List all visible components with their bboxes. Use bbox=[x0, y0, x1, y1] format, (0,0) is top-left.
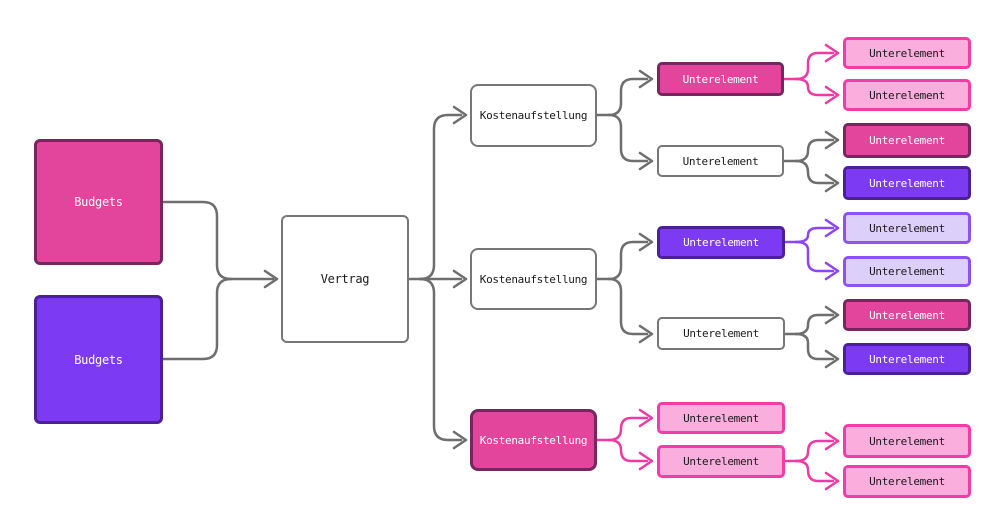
arrowhead-unter1a bbox=[638, 69, 654, 89]
arrowhead-unter2a bbox=[638, 232, 654, 252]
node-unterelement-2a2: Unterelement bbox=[843, 256, 971, 287]
arrowhead-unter1b1 bbox=[824, 130, 840, 150]
node-label: Unterelement bbox=[869, 134, 945, 147]
node-unterelement-2a1: Unterelement bbox=[843, 212, 971, 244]
arrowhead-unter2b1 bbox=[824, 305, 840, 325]
arrowhead-kosten2 bbox=[452, 269, 468, 289]
node-unterelement-1a2: Unterelement bbox=[843, 79, 971, 111]
arrowhead-unter2b2 bbox=[824, 349, 840, 369]
node-label: Unterelement bbox=[869, 352, 945, 366]
edge-unter1a-child2 bbox=[794, 77, 835, 97]
node-label: Unterelement bbox=[683, 455, 759, 468]
node-unterelement-3b1: Unterelement bbox=[843, 424, 971, 458]
node-unterelement-3b: Unterelement bbox=[657, 445, 785, 478]
arrowhead-kosten3 bbox=[452, 430, 468, 450]
arrowhead-unter3b1 bbox=[824, 431, 840, 451]
node-label: Kostenaufstellung bbox=[479, 272, 588, 286]
node-unterelement-1b: Unterelement bbox=[657, 145, 784, 177]
node-budgets-purple: Budgets bbox=[34, 295, 163, 424]
node-unterelement-1b2: Unterelement bbox=[843, 166, 971, 200]
edge-unter2b-child1 bbox=[794, 313, 835, 336]
edge-kosten3-unter3a bbox=[607, 416, 649, 442]
edge-unter2b-child2 bbox=[794, 332, 835, 361]
node-label: Budgets bbox=[74, 195, 123, 209]
arrowhead-unter1a2 bbox=[824, 85, 840, 105]
node-vertrag: Vertrag bbox=[281, 215, 409, 343]
node-label: Unterelement bbox=[683, 327, 759, 340]
node-label: Kostenaufstellung bbox=[479, 433, 588, 447]
node-label: Unterelement bbox=[683, 411, 759, 425]
edge-budgets-pink-vertrag bbox=[161, 200, 233, 281]
edge-vertrag-kosten1 bbox=[418, 113, 463, 281]
node-unterelement-3a: Unterelement bbox=[657, 402, 785, 434]
arrowhead-unter1b bbox=[638, 151, 654, 171]
node-unterelement-2b2: Unterelement bbox=[843, 343, 971, 375]
node-kostenaufstellung-3: Kostenaufstellung bbox=[470, 409, 597, 471]
edge-unter3b-child2 bbox=[794, 459, 835, 483]
node-label: Unterelement bbox=[869, 475, 945, 488]
node-unterelement-1a1: Unterelement bbox=[843, 37, 971, 69]
edge-unter2a-child2 bbox=[794, 240, 835, 273]
arrowhead-unter2b bbox=[638, 324, 654, 344]
edge-kosten2-unter2a bbox=[607, 240, 649, 281]
arrowhead-unter3b2 bbox=[824, 471, 840, 491]
arrowhead-unter1b2 bbox=[824, 173, 840, 193]
node-label: Unterelement bbox=[869, 176, 945, 190]
node-label: Unterelement bbox=[869, 308, 945, 322]
arrowhead-unter1a1 bbox=[824, 43, 840, 63]
node-unterelement-2b1: Unterelement bbox=[843, 299, 971, 331]
node-label: Unterelement bbox=[869, 434, 945, 448]
edge-unter1b-child2 bbox=[794, 159, 835, 185]
arrowhead-unter2a2 bbox=[824, 261, 840, 281]
node-label: Kostenaufstellung bbox=[479, 109, 588, 122]
node-unterelement-1b1: Unterelement bbox=[843, 123, 971, 158]
edge-kosten1-unter1b bbox=[607, 113, 649, 163]
edge-unter1b-child1 bbox=[794, 138, 835, 163]
arrowhead-kosten1 bbox=[452, 105, 468, 125]
arrowhead-unter3a bbox=[638, 408, 654, 428]
node-label: Unterelement bbox=[869, 265, 945, 278]
edge-unter2a-child1 bbox=[794, 226, 835, 244]
edge-unter3b-child1 bbox=[794, 439, 835, 463]
node-unterelement-1a: Unterelement bbox=[657, 62, 784, 96]
arrowhead-vertrag bbox=[263, 269, 279, 289]
edge-vertrag-kosten3 bbox=[418, 277, 463, 442]
node-kostenaufstellung-1: Kostenaufstellung bbox=[470, 84, 597, 147]
arrowhead-unter2a1 bbox=[824, 218, 840, 238]
arrowhead-unter3b bbox=[638, 451, 654, 471]
node-label: Unterelement bbox=[682, 72, 759, 86]
node-label: Unterelement bbox=[682, 154, 759, 168]
node-unterelement-2b: Unterelement bbox=[657, 317, 785, 350]
node-label: Unterelement bbox=[683, 236, 759, 249]
node-unterelement-3b2: Unterelement bbox=[843, 465, 971, 498]
edge-unter1a-child1 bbox=[794, 51, 835, 81]
edge-kosten3-unter3b bbox=[607, 438, 649, 463]
node-label: Vertrag bbox=[320, 272, 370, 286]
edge-kosten1-unter1a bbox=[607, 77, 649, 117]
edge-budgets-purple-vertrag bbox=[161, 277, 233, 361]
node-label: Unterelement bbox=[869, 221, 945, 235]
node-label: Budgets bbox=[74, 352, 123, 367]
edge-kosten2-unter2b bbox=[607, 277, 649, 336]
node-label: Unterelement bbox=[869, 88, 945, 102]
node-kostenaufstellung-2: Kostenaufstellung bbox=[470, 248, 597, 310]
node-label: Unterelement bbox=[869, 46, 945, 60]
node-budgets-pink: Budgets bbox=[34, 139, 163, 265]
node-unterelement-2a: Unterelement bbox=[657, 226, 785, 259]
